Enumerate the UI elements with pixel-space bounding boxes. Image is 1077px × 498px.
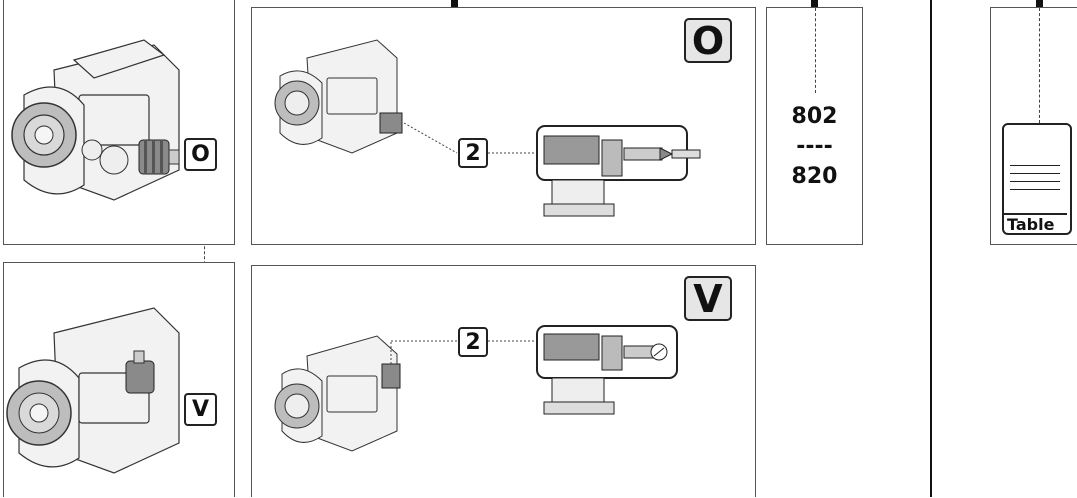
orientation-badge-o: O — [184, 138, 217, 171]
connector-tick-code — [811, 0, 818, 9]
gearbox-illustration-small-v — [274, 325, 678, 452]
table-label: Table — [1004, 213, 1067, 234]
code-separator: ---- — [796, 134, 833, 159]
section-divider — [930, 0, 932, 497]
gearbox-illustration-vertical — [6, 307, 180, 474]
gearbox-illustration-small — [274, 39, 701, 217]
table-document-icon: Table — [1002, 123, 1072, 235]
orientation-label-o: O — [684, 18, 732, 63]
panel-diagram-o: 2 O — [251, 7, 756, 245]
step-number-badge-v: 2 — [458, 327, 488, 357]
connector-tick-center — [451, 0, 458, 9]
orientation-badge-v: V — [184, 393, 217, 426]
gear-schematic-icon — [536, 125, 701, 217]
connector-line-code — [815, 8, 816, 93]
step-number-badge: 2 — [458, 138, 488, 168]
code-from: 802 — [791, 104, 838, 129]
gearbox-illustration — [11, 39, 180, 201]
panel-diagram-v: 2 V — [251, 265, 756, 497]
connector-tick-table — [1036, 0, 1043, 9]
code-to: 820 — [791, 164, 838, 189]
orientation-label-v: V — [684, 276, 732, 321]
gear-schematic-icon — [536, 325, 678, 415]
connector-line-table — [1039, 8, 1040, 123]
table-lines — [1010, 165, 1060, 205]
panel-gearbox-v: V — [3, 262, 235, 497]
panel-gearbox-o: O — [3, 0, 235, 245]
panel-code-range: 802 ---- 820 — [766, 7, 863, 245]
panel-table-reference: Table — [990, 7, 1077, 245]
